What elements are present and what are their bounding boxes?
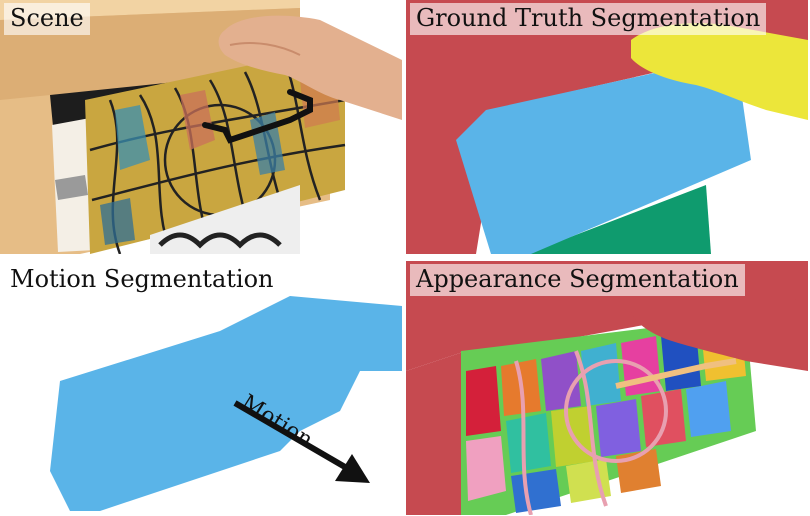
appearance-panel: Appearance Segmentation [406, 261, 808, 515]
motion-arrow-line [233, 400, 347, 470]
appearance-image [406, 261, 808, 515]
motion-panel: Motion Segmentation [0, 261, 402, 515]
appearance-label: Appearance Segmentation [410, 264, 745, 296]
ground-truth-panel: Ground Truth Segmentation [406, 0, 808, 254]
scene-image [0, 0, 402, 254]
motion-image [0, 261, 402, 515]
motion-label: Motion Segmentation [4, 264, 280, 296]
scene-panel: Scene [0, 0, 402, 254]
ground-truth-label: Ground Truth Segmentation [410, 3, 767, 35]
ground-truth-image [406, 0, 808, 254]
motion-arrowhead [335, 454, 370, 483]
scene-label: Scene [4, 3, 90, 35]
